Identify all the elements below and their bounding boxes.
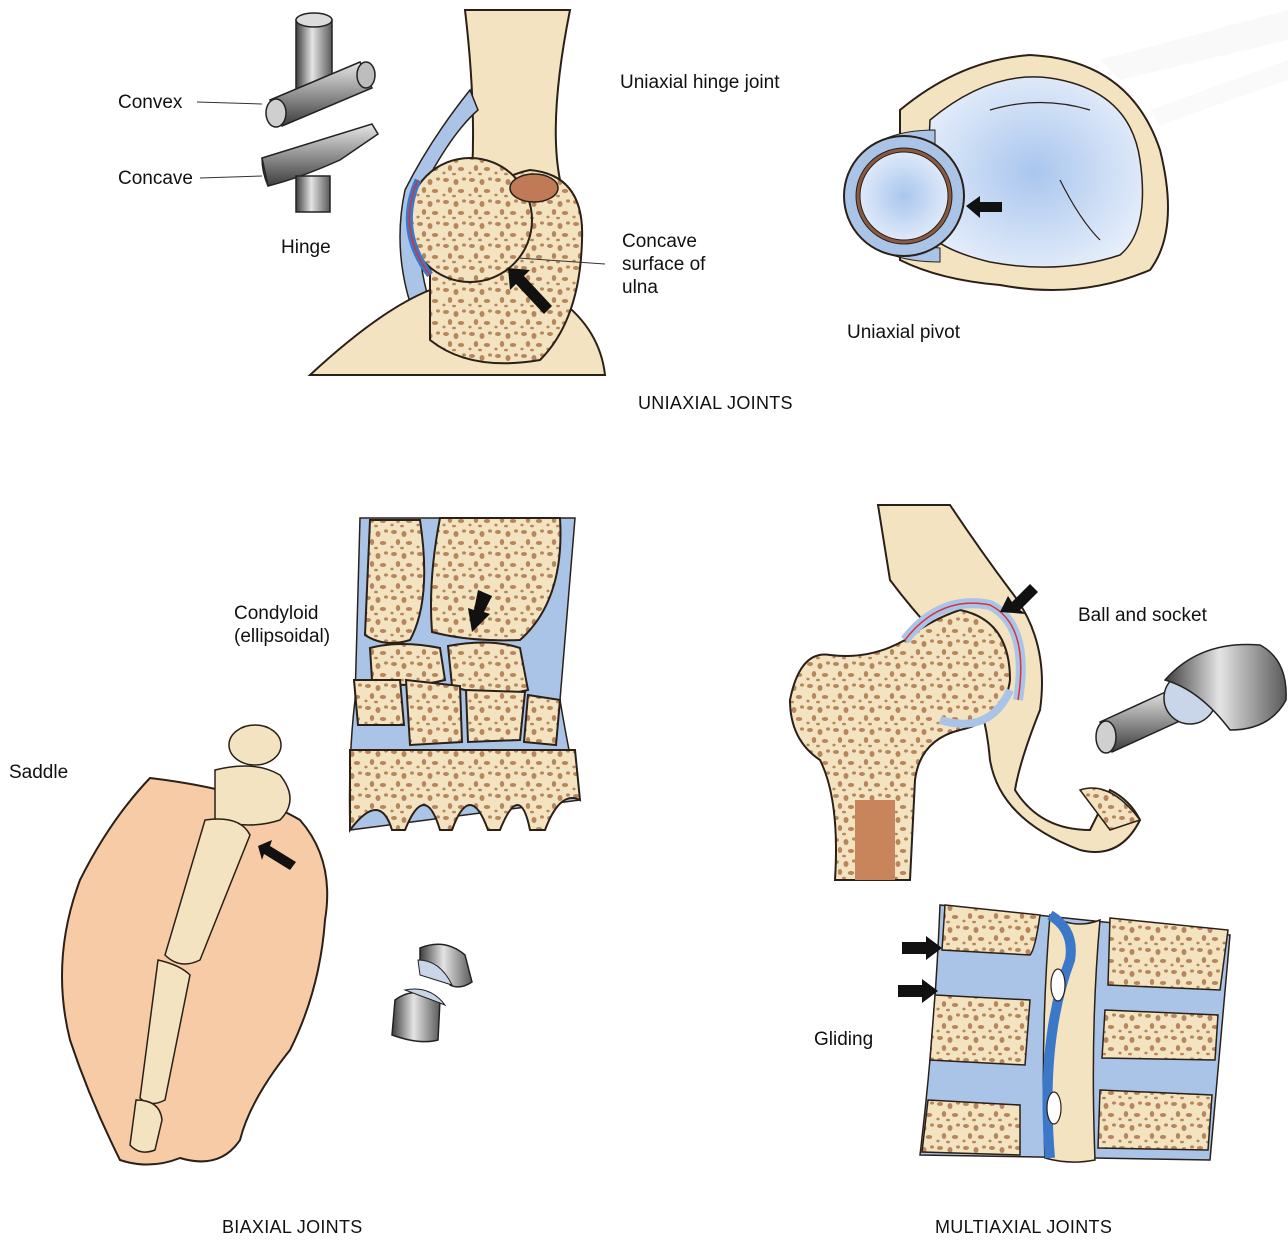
saddle-model-icon [392,944,472,1041]
saddle-joint-illustration [62,725,327,1165]
label-uniaxial-pivot: Uniaxial pivot [847,321,960,344]
label-convex: Convex [118,91,182,114]
label-condyloid: Condyloid (ellipsoidal) [234,602,330,648]
label-saddle: Saddle [9,761,68,784]
hip-joint-illustration [790,505,1140,880]
section-title-uniaxial: UNIAXIAL JOINTS [638,393,793,414]
label-concave: Concave [118,167,193,190]
wrist-joint-illustration [350,518,580,830]
hinge-model-icon [197,13,378,212]
arrow-icon [898,979,938,1003]
label-concave-surface-line3: ulna [622,276,705,299]
label-concave-surface: Concave surface of ulna [622,230,705,299]
label-gliding: Gliding [814,1028,873,1051]
label-hinge: Hinge [281,236,331,259]
ball-socket-model-icon [1096,644,1286,753]
label-ball-and-socket: Ball and socket [1078,604,1207,627]
arrow-icon [902,936,942,960]
gliding-joint-illustration [898,905,1230,1162]
section-title-biaxial: BIAXIAL JOINTS [222,1217,363,1238]
label-concave-surface-line1: Concave [622,230,705,253]
label-condyloid-line1: Condyloid [234,602,330,625]
label-concave-surface-line2: surface of [622,253,705,276]
pivot-joint-illustration [844,55,1168,290]
label-uniaxial-hinge-joint: Uniaxial hinge joint [620,71,780,94]
label-condyloid-line2: (ellipsoidal) [234,625,330,648]
section-title-multiaxial: MULTIAXIAL JOINTS [935,1217,1112,1238]
